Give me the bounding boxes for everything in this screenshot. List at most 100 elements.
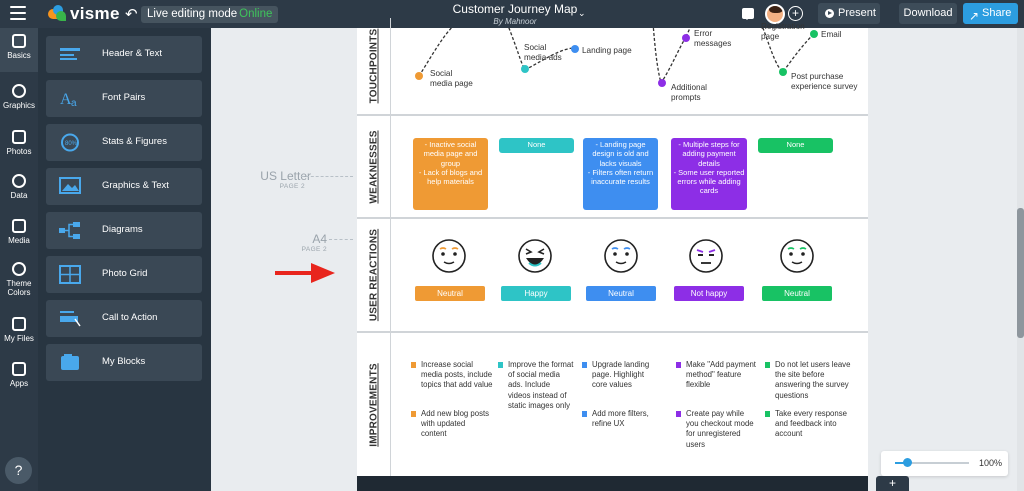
- block-my-blocks[interactable]: My Blocks: [46, 344, 202, 381]
- improvement-text: Do not let users leave the site before a…: [775, 360, 851, 400]
- bullet-marker: [582, 411, 587, 417]
- stats-icon: 80%: [61, 133, 79, 152]
- undo-icon[interactable]: ↶: [125, 6, 138, 23]
- document-title-block[interactable]: Customer Journey Map By Mahnoor: [430, 2, 600, 26]
- avatar[interactable]: [765, 4, 785, 24]
- rail-item-graphics[interactable]: Graphics: [0, 78, 38, 122]
- bullet-marker: [676, 411, 681, 417]
- rail-item-basics[interactable]: Basics: [0, 28, 38, 72]
- improvement-text: Increase social media posts, include top…: [421, 360, 493, 390]
- section-label-user-reactions: USER REACTIONS: [357, 219, 391, 331]
- neutral-face-icon: [604, 239, 638, 273]
- rail-item-data[interactable]: Data: [0, 168, 38, 212]
- touchpoint-dot: [682, 34, 690, 42]
- improvements-section[interactable]: IMPROVEMENTS: [357, 333, 868, 476]
- rail-label: Theme Colors: [6, 279, 32, 297]
- reaction-label[interactable]: Happy: [501, 286, 571, 301]
- rail-item-apps[interactable]: Apps: [0, 356, 38, 400]
- diagram-icon: [59, 222, 80, 239]
- scrollbar-thumb[interactable]: [1017, 208, 1024, 338]
- visme-logo[interactable]: visme: [48, 4, 120, 24]
- weaknesses-section[interactable]: WEAKNESSES: [357, 116, 868, 219]
- photo-grid-icon: [59, 265, 81, 284]
- journey-map-canvas[interactable]: TOUCHPOINTS Social media page Social med…: [357, 18, 868, 476]
- page-guide-line: [329, 239, 353, 240]
- improvement-item[interactable]: Add new blog posts with updated content: [411, 409, 491, 440]
- section-label-weaknesses: WEAKNESSES: [357, 116, 391, 217]
- zoom-percentage[interactable]: 100%: [979, 458, 1003, 468]
- app-name: visme: [70, 4, 120, 23]
- touchpoint-curve: [415, 28, 818, 87]
- document-title[interactable]: Customer Journey Map: [452, 2, 578, 16]
- rail-item-photos[interactable]: Photos: [0, 124, 38, 168]
- share-icon: ↗: [969, 9, 980, 23]
- reaction-label[interactable]: Not happy: [674, 286, 744, 301]
- bullet-marker: [765, 362, 770, 368]
- svg-text:A: A: [60, 91, 72, 108]
- touchpoint-label: Email: [821, 30, 841, 40]
- download-button[interactable]: Download: [899, 3, 957, 24]
- block-header-text[interactable]: Header & Text: [46, 36, 202, 73]
- document-author: By Mahnoor: [493, 17, 537, 26]
- weakness-card[interactable]: None: [758, 138, 833, 153]
- block-call-to-action[interactable]: Call to Action: [46, 300, 202, 337]
- improvement-item[interactable]: Create pay while you checkout mode for u…: [676, 409, 758, 450]
- improvement-item[interactable]: Increase social media posts, include top…: [411, 360, 495, 391]
- improvement-item[interactable]: Add more filters, refine UX: [582, 409, 656, 429]
- rail-item-theme-colors[interactable]: Theme Colors: [0, 256, 38, 302]
- bullet-marker: [676, 362, 681, 368]
- section-label-text: IMPROVEMENTS: [368, 362, 380, 447]
- help-button[interactable]: ?: [5, 457, 32, 484]
- header-text-icon: [60, 48, 80, 60]
- touchpoints-section[interactable]: TOUCHPOINTS: [357, 18, 868, 116]
- zoom-slider-handle[interactable]: [903, 458, 912, 467]
- block-label: My Blocks: [102, 356, 146, 367]
- improvement-item[interactable]: Do not let users leave the site before a…: [765, 360, 857, 401]
- weakness-card[interactable]: - Inactive social media page and group -…: [413, 138, 488, 210]
- rail-label: My Files: [4, 334, 34, 343]
- menu-icon[interactable]: [10, 6, 26, 20]
- call-to-action-icon: [60, 311, 81, 327]
- section-label-text: USER REACTIONS: [368, 228, 380, 322]
- bullet-marker: [498, 362, 503, 368]
- block-photo-grid[interactable]: Photo Grid: [46, 256, 202, 293]
- rail-label: Photos: [6, 147, 32, 156]
- rail-item-my-files[interactable]: My Files: [0, 311, 38, 355]
- touchpoint-text: Social media page: [430, 69, 473, 88]
- improvement-item[interactable]: Improve the format of social media ads. …: [498, 360, 574, 411]
- improvement-item[interactable]: Upgrade landing page. Highlight core val…: [582, 360, 652, 391]
- add-collaborator-icon[interactable]: +: [788, 6, 803, 21]
- touchpoint-label: Social media page: [430, 69, 473, 89]
- rail-label: Media: [8, 236, 30, 245]
- page-number: PAGE 2: [279, 183, 305, 190]
- user-reactions-section[interactable]: USER REACTIONS: [357, 219, 868, 333]
- reaction-label[interactable]: Neutral: [415, 286, 485, 301]
- weakness-card[interactable]: - Landing page design is old and lacks v…: [583, 138, 658, 210]
- weakness-card[interactable]: None: [499, 138, 574, 153]
- add-page-button[interactable]: +: [876, 476, 909, 491]
- present-button[interactable]: Present: [818, 3, 880, 24]
- comment-icon[interactable]: [742, 8, 754, 20]
- section-label-touchpoints: TOUCHPOINTS: [357, 18, 391, 114]
- reaction-label[interactable]: Neutral: [586, 286, 656, 301]
- touchpoint-dot: [779, 68, 787, 76]
- improvement-text: Take every response and feedback into ac…: [775, 409, 847, 439]
- improvement-item[interactable]: Make "Add payment method" feature flexib…: [676, 360, 756, 391]
- improvement-item[interactable]: Take every response and feedback into ac…: [765, 409, 857, 440]
- rail-item-media[interactable]: Media: [0, 213, 38, 257]
- present-label: Present: [838, 7, 876, 19]
- block-graphics-text[interactable]: Graphics & Text: [46, 168, 202, 205]
- chevron-down-icon[interactable]: ⌄: [578, 8, 586, 18]
- block-diagrams[interactable]: Diagrams: [46, 212, 202, 249]
- rail-label: Graphics: [2, 101, 35, 110]
- weakness-card[interactable]: - Multiple steps for adding payment deta…: [671, 138, 747, 210]
- touchpoint-text: Registration page: [761, 22, 805, 41]
- share-button[interactable]: ↗ Share: [963, 3, 1018, 24]
- touchpoint-label: Error messages: [694, 29, 731, 49]
- zoom-slider-track[interactable]: [895, 462, 969, 464]
- reaction-label[interactable]: Neutral: [762, 286, 832, 301]
- block-stats-figures[interactable]: 80% Stats & Figures: [46, 124, 202, 161]
